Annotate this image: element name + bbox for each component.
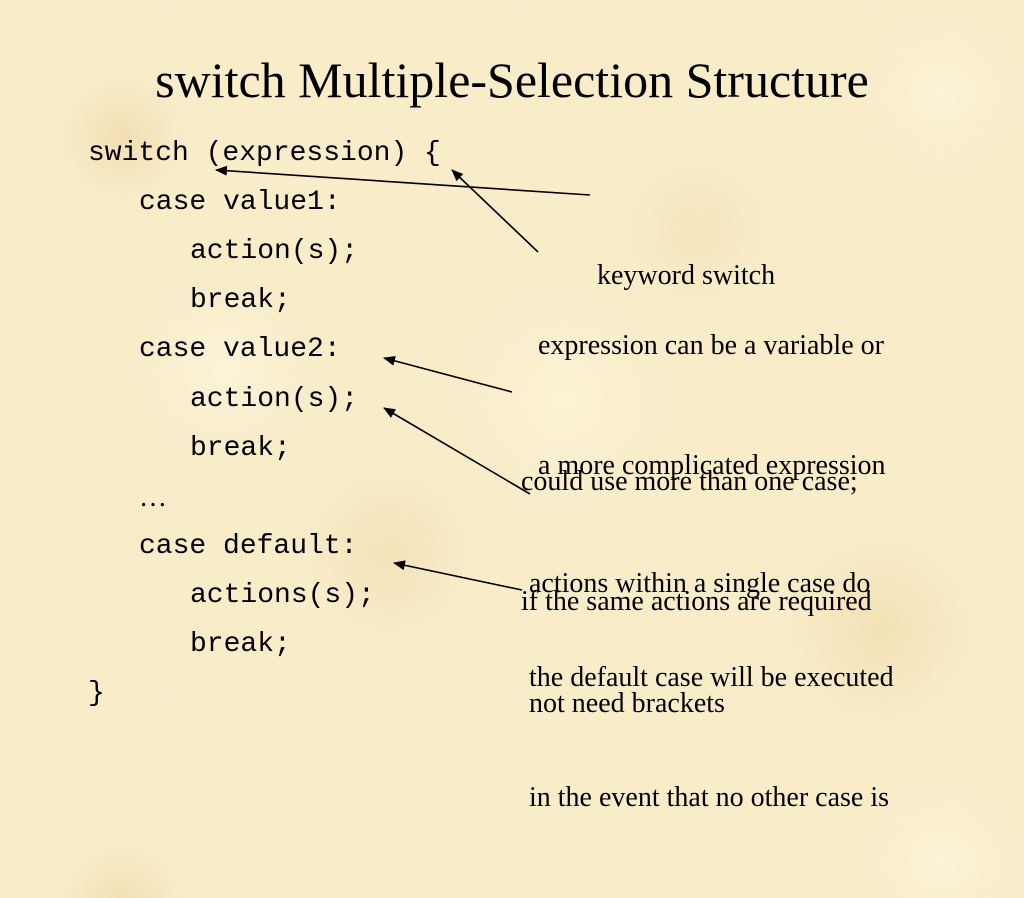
code-line-case-value1: case value1: bbox=[139, 187, 341, 218]
code-line-action-1: action(s); bbox=[190, 236, 359, 267]
slide-title: switch Multiple-Selection Structure bbox=[155, 52, 869, 108]
annotation-default-case-line-2: in the event that no other case is bbox=[529, 782, 889, 813]
arrow-to-expression bbox=[451, 169, 539, 253]
code-line-action-2: action(s); bbox=[190, 384, 359, 415]
annotation-multiple-cases-line-2: if the same actions are required bbox=[521, 586, 872, 617]
code-line-case-value2: case value2: bbox=[139, 334, 341, 365]
annotation-no-brackets-line-2: not need brackets bbox=[529, 688, 725, 719]
code-line-break-default: break; bbox=[190, 629, 291, 660]
code-line-break-2: break; bbox=[190, 433, 291, 464]
annotation-keyword-switch: keyword switch bbox=[597, 176, 775, 376]
annotation-expression-line-2: a more complicated expression bbox=[538, 450, 886, 481]
annotation-expression: expression can be a variable or a more c… bbox=[538, 246, 886, 566]
annotation-expression-line-1: expression can be a variable or bbox=[538, 330, 884, 361]
code-line-case-default: case default: bbox=[139, 531, 358, 562]
annotation-no-brackets-line-1: actions within a single case do bbox=[529, 568, 871, 599]
arrow-to-switch-keyword bbox=[215, 165, 591, 196]
code-line-ellipsis: … bbox=[139, 482, 167, 513]
annotation-no-brackets: actions within a single case do not need… bbox=[529, 484, 870, 804]
annotation-default-case-line-1: the default case will be executed bbox=[529, 662, 894, 693]
annotation-arrows bbox=[215, 165, 591, 591]
code-line-switch: switch (expression) { bbox=[88, 138, 441, 169]
annotation-multiple-cases: could use more than one case; if the sam… bbox=[521, 382, 872, 702]
arrow-to-action-block bbox=[383, 407, 531, 495]
code-line-break-1: break; bbox=[190, 285, 291, 316]
annotation-multiple-cases-line-1: could use more than one case; bbox=[521, 466, 858, 497]
code-line-closing-brace: } bbox=[88, 678, 105, 709]
code-line-actions-default: actions(s); bbox=[190, 580, 375, 611]
arrow-to-case-default bbox=[393, 560, 523, 591]
slide: switch Multiple-Selection Structure swit… bbox=[88, 52, 894, 813]
annotation-keyword-switch-line-1: keyword switch bbox=[597, 260, 776, 291]
arrow-to-case-value2 bbox=[383, 355, 513, 393]
